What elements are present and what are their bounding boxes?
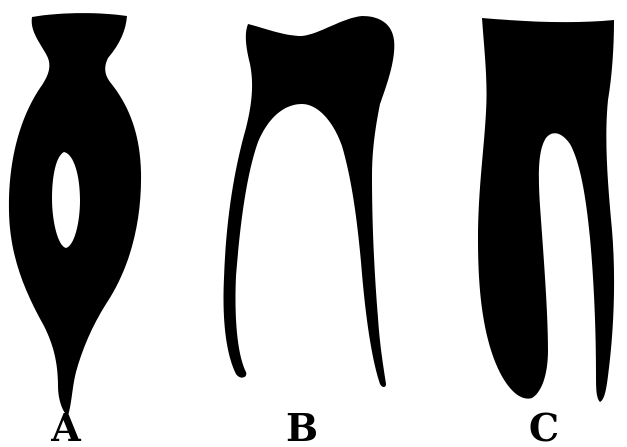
panel-label-b: B: [286, 405, 318, 447]
panel-label-a: A: [50, 405, 81, 447]
panel-label-c: C: [529, 405, 559, 447]
